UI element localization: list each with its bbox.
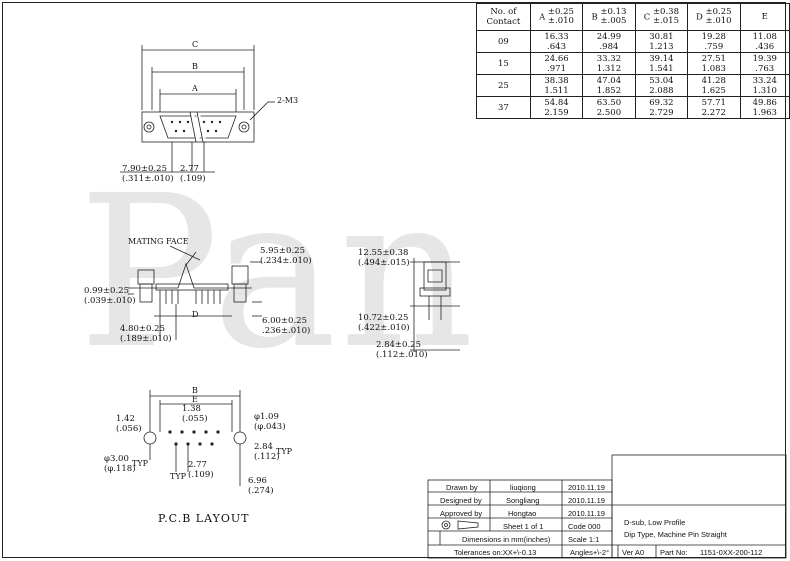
projection-symbol-icon — [441, 520, 479, 530]
approved-by-label: Approved by — [440, 509, 483, 518]
dim-c-label: C — [192, 40, 199, 49]
side-view-connector — [134, 262, 252, 304]
header-a: A ±0.25 ±.010 — [529, 3, 584, 31]
pcb-dim-e-label: E — [192, 395, 198, 404]
approved-date: 2010.11.19 — [568, 509, 605, 518]
cell-a: 24.66.971 — [529, 52, 584, 75]
dim-right-top: 2.77(.109) — [180, 164, 206, 184]
designed-by-value: Songliang — [506, 496, 540, 505]
cell-d: 19.28.759 — [687, 30, 741, 53]
dim-a-label: A — [192, 84, 198, 93]
header-c: C ±0.38 ±.015 — [634, 3, 689, 31]
pcb-layout-outline — [143, 390, 247, 486]
cell-contacts: 15 — [476, 52, 531, 75]
designed-date: 2010.11.19 — [568, 496, 605, 505]
cell-e: 19.39.763 — [739, 52, 790, 75]
dim-1255: 12.55±0.38(.494±.015) — [358, 248, 410, 268]
table-header-row: No. of Contact A ±0.25 ±.010 B ±0.13 ±.0… — [476, 3, 790, 31]
pcb-dim-138: 1.38(.055) — [182, 404, 208, 424]
description-line-2: Dip Type, Machine Pin Straight — [624, 530, 727, 539]
dimensions-note: Dimensions in mm(inches) — [462, 535, 551, 544]
pcb-typ-2: TYP — [276, 447, 292, 456]
version-label: Ver A0 — [622, 548, 645, 557]
pcb-typ-1: TYP — [132, 459, 148, 468]
designed-by-label: Designed by — [440, 496, 482, 505]
code-label: Code 000 — [568, 522, 601, 531]
dim-595: 5.95±0.25(.234±.010) — [260, 246, 312, 266]
title-block-grid — [427, 454, 787, 559]
end-view-connector — [419, 261, 451, 320]
screw-callout: 2-M3 — [277, 96, 299, 105]
cell-contacts: 37 — [476, 96, 531, 119]
header-b: B ±0.13 ±.005 — [582, 3, 636, 31]
header-contacts: No. of Contact — [476, 3, 531, 31]
dim-b-label: B — [192, 62, 198, 71]
pcb-layout-title: P.C.B LAYOUT — [158, 512, 250, 525]
pcb-dim-300: φ3.00(φ.118) — [104, 454, 136, 474]
dimension-table: No. of Contact A ±0.25 ±.010 B ±0.13 ±.0… — [476, 3, 790, 119]
approved-by-value: Hongtao — [508, 509, 537, 518]
cell-a: 16.33.643 — [529, 30, 584, 53]
watermark: Pan — [78, 150, 477, 395]
pcb-dim-284: 2.84(.112) — [254, 442, 280, 462]
pcb-typ-3: TYP — [170, 472, 186, 481]
pcb-dim-109: φ1.09(φ.043) — [254, 412, 286, 432]
dim-480: 4.80±0.25(.189±.010) — [120, 324, 172, 344]
part-no-label: Part No: — [660, 548, 688, 557]
header-d: D ±0.25 ±.010 — [687, 3, 741, 31]
sheet-label: Sheet 1 of 1 — [503, 522, 544, 531]
cell-contacts: 09 — [476, 30, 531, 53]
cell-contacts: 25 — [476, 74, 531, 97]
drawn-by-value: liuqiong — [510, 483, 536, 492]
drawn-date: 2010.11.19 — [568, 483, 605, 492]
description-line-1: D-sub, Low Profile — [624, 518, 686, 527]
angles-note: Angles+\-2° — [570, 548, 610, 557]
pcb-dim-b-label: B — [192, 386, 198, 395]
dim-left-top: 7.90±0.25(.311±.010) — [122, 164, 174, 184]
dim-1072: 10.72±0.25(.422±.010) — [358, 313, 410, 333]
dim-099: 0.99±0.25(.039±.010) — [84, 286, 136, 306]
dim-d-label: D — [192, 310, 199, 319]
mating-face-label: MATING FACE — [128, 237, 189, 246]
header-e: E — [739, 3, 790, 31]
cell-b: 24.99.984 — [582, 30, 636, 53]
cell-e: 11.08.436 — [739, 30, 790, 53]
pcb-dim-696: 6.96(.274) — [248, 476, 274, 496]
drawn-by-label: Drawn by — [446, 483, 478, 492]
dim-600: 6.00±0.25.236±.010) — [262, 316, 311, 336]
pcb-dim-277: 2.77(.109) — [188, 460, 214, 480]
scale-label: Scale 1:1 — [568, 535, 600, 544]
tolerances-note: Tolerances on:XX+\-0.13 — [454, 548, 537, 557]
top-view-connector — [141, 111, 255, 143]
pcb-dim-142: 1.42(.056) — [116, 414, 142, 434]
dim-284: 2.84±0.25(.112±.010) — [376, 340, 428, 360]
part-no-value: 1151-0XX-200-112 — [700, 548, 763, 557]
